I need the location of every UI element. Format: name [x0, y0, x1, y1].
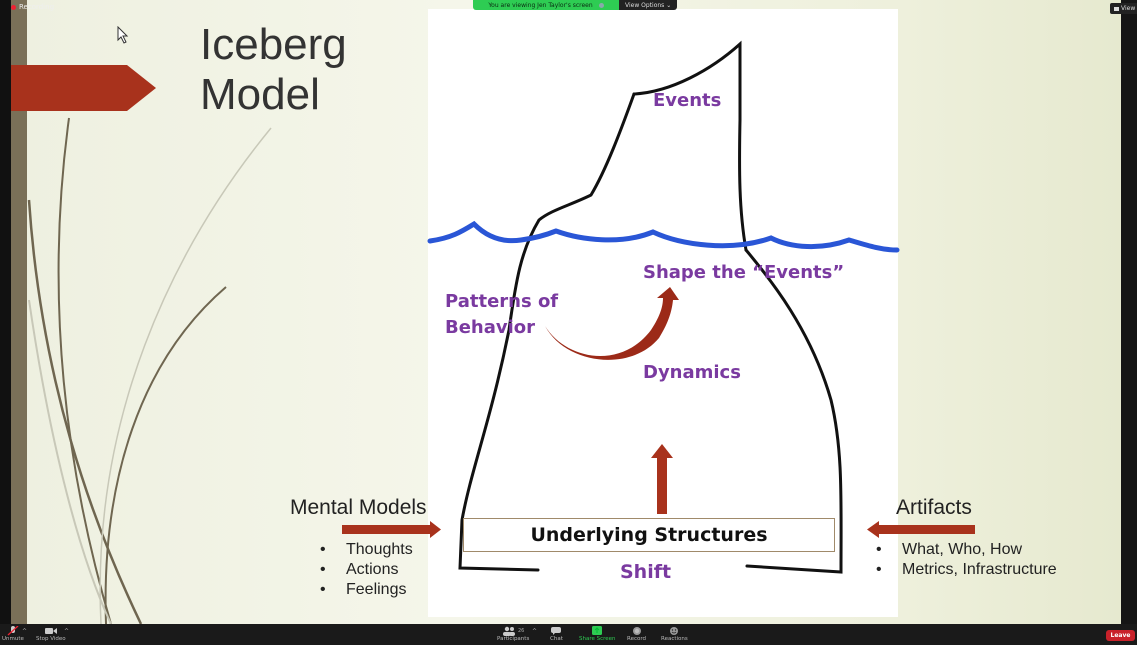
events-label: Events	[653, 90, 722, 111]
underlying-structures-box: Underlying Structures	[463, 518, 835, 552]
iceberg-right-outline	[744, 248, 843, 574]
patterns-line-2: Behavior	[445, 317, 536, 338]
chat-label: Chat	[550, 636, 563, 642]
share-screen-button[interactable]: Share Screen	[579, 626, 616, 642]
iceberg-left-outline	[458, 92, 636, 572]
participants-button[interactable]: 26 Participants	[497, 626, 529, 642]
mental-models-list: Thoughts Actions Feelings	[320, 540, 413, 600]
chat-button[interactable]: Chat	[550, 626, 563, 642]
patterns-of-behavior-label: Patterns of Behavior	[445, 289, 558, 341]
slide-title: Iceberg Model	[200, 20, 347, 120]
artifacts-arrow-head	[867, 521, 879, 538]
artifacts-item: What, Who, How	[876, 540, 1057, 560]
recording-label: Recording	[19, 3, 55, 11]
artifacts-arrow-shaft	[879, 525, 975, 534]
iceberg-drawing	[342, 40, 975, 574]
meeting-toolbar: Unmute ^ Stop Video ^ 26 Participants ^ …	[0, 624, 1137, 645]
mental-models-item: Thoughts	[320, 540, 413, 560]
recording-indicator: Recording	[11, 3, 54, 11]
left-black-bar	[0, 0, 11, 624]
share-screen-icon	[591, 626, 603, 636]
mental-models-item: Actions	[320, 560, 413, 580]
title-line-2: Model	[200, 70, 320, 119]
up-arrow-head	[651, 444, 673, 458]
reactions-label: Reactions	[661, 636, 688, 642]
artifacts-title: Artifacts	[896, 496, 972, 519]
participants-chevron-icon[interactable]: ^	[532, 628, 538, 635]
recording-dot-icon	[11, 4, 16, 10]
iceberg-tip-outline	[632, 40, 748, 252]
reactions-button[interactable]: Reactions	[661, 626, 688, 642]
unmute-label: Unmute	[2, 636, 24, 642]
viewing-screen-notice: You are viewing Jen Taylor's screen	[473, 0, 619, 10]
participants-count: 26	[517, 628, 525, 634]
up-arrow-shaft	[657, 458, 667, 514]
title-line-1: Iceberg	[200, 20, 347, 69]
mental-models-title: Mental Models	[290, 496, 427, 519]
artifacts-item: Metrics, Infrastructure	[876, 560, 1057, 580]
title-arrow-banner	[11, 65, 156, 111]
decorative-grass-curves	[27, 117, 272, 624]
viewing-screen-text: You are viewing Jen Taylor's screen	[488, 1, 593, 9]
mental-models-arrow-head	[430, 521, 441, 538]
record-button[interactable]: Record	[627, 626, 646, 642]
record-label: Record	[627, 636, 647, 642]
screen-share-banner: You are viewing Jen Taylor's screen View…	[473, 0, 678, 10]
curved-arrow	[545, 287, 679, 360]
unmute-button[interactable]: Unmute	[2, 626, 24, 642]
stop-video-button[interactable]: Stop Video	[36, 626, 66, 642]
reactions-smiley-icon	[669, 626, 679, 636]
chat-bubble-icon	[550, 626, 562, 636]
water-line	[427, 220, 900, 253]
mental-models-item: Feelings	[320, 580, 413, 600]
mental-models-arrow-shaft	[342, 525, 430, 534]
grid-view-icon	[1114, 6, 1119, 11]
participants-label: Participants	[497, 636, 530, 642]
shared-slide: Iceberg Model Events Shape the “Events” …	[11, 0, 1121, 624]
audio-options-chevron-icon[interactable]: ^	[22, 628, 28, 635]
share-screen-label: Share Screen	[579, 636, 616, 642]
video-camera-icon	[44, 626, 58, 636]
patterns-line-1: Patterns of	[445, 291, 559, 312]
slide-side-stripe	[11, 0, 27, 624]
right-black-bar	[1121, 0, 1137, 624]
view-options-button[interactable]: View Options ⌄	[619, 0, 678, 10]
participants-icon: 26	[502, 626, 524, 636]
dynamics-label: Dynamics	[643, 362, 741, 383]
artifacts-list: What, Who, How Metrics, Infrastructure	[876, 540, 1057, 580]
view-button-label: View	[1121, 5, 1136, 12]
stop-video-label: Stop Video	[36, 636, 66, 642]
video-options-chevron-icon[interactable]: ^	[64, 628, 70, 635]
record-icon	[632, 626, 642, 636]
shift-label: Shift	[620, 561, 672, 583]
leave-meeting-button[interactable]: Leave	[1106, 630, 1135, 641]
mouse-cursor-icon	[117, 26, 129, 44]
view-button[interactable]: View	[1110, 3, 1137, 14]
status-dot-icon	[598, 2, 604, 8]
shape-the-events-label: Shape the “Events”	[643, 262, 845, 283]
muted-microphone-icon	[7, 626, 19, 636]
